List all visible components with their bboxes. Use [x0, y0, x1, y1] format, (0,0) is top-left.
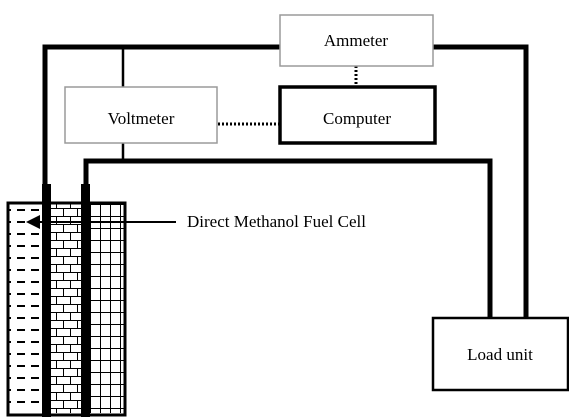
computer-label: Computer [323, 109, 391, 128]
voltmeter-box: Voltmeter [64, 86, 218, 144]
wire-inner-loop [83, 158, 493, 318]
fuel-cell-label: Direct Methanol Fuel Cell [187, 212, 366, 231]
fuel-cell-brick-layer [51, 203, 81, 413]
fuel-cell-stack [6, 184, 127, 417]
load-unit-label: Load unit [467, 345, 533, 364]
fuel-cell-electrode-right [81, 184, 90, 417]
fuel-cell-outline [6, 201, 127, 417]
fuel-cell-dashed-layer [8, 203, 42, 413]
load-unit-box: Load unit [431, 316, 569, 392]
computer-box: Computer [278, 85, 437, 145]
fuel-cell-electrode-left [42, 184, 51, 417]
voltmeter-label: Voltmeter [108, 109, 175, 128]
fuel-cell-grid-layer [90, 203, 125, 413]
ammeter-box: Ammeter [279, 14, 434, 67]
ammeter-label: Ammeter [324, 31, 389, 50]
